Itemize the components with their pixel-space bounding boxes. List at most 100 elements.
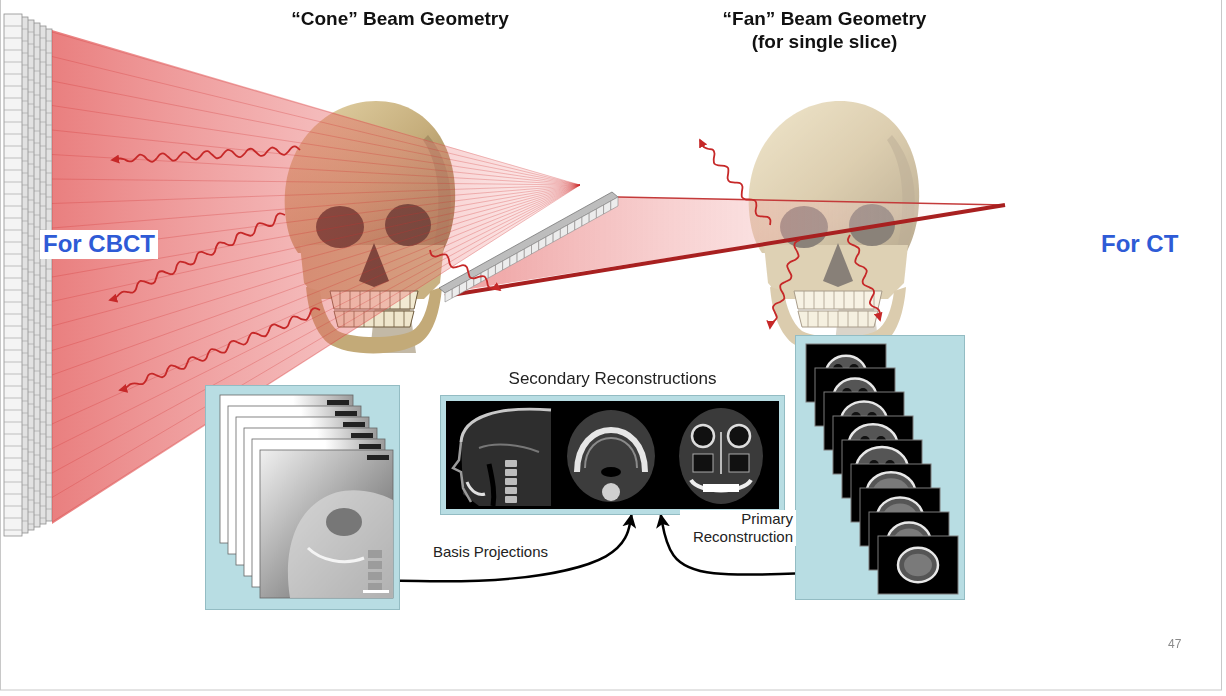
x-ray bbox=[52, 106, 580, 186]
projection-image bbox=[363, 590, 389, 593]
coronal-view bbox=[679, 408, 763, 504]
coronal-view bbox=[693, 454, 713, 472]
axial-slice bbox=[878, 536, 958, 594]
arrow-label: Primary Reconstruction bbox=[680, 510, 796, 546]
detector-cell bbox=[596, 205, 603, 218]
projection-image bbox=[288, 490, 393, 598]
sagittal-view bbox=[489, 464, 494, 506]
detector-row bbox=[439, 192, 618, 302]
sagittal-view bbox=[505, 478, 517, 485]
coronal-view bbox=[679, 408, 763, 504]
detector-cell bbox=[459, 281, 466, 294]
fan-beam-edge bbox=[445, 205, 1005, 296]
sagittal-view bbox=[453, 442, 471, 502]
detector-cell bbox=[568, 221, 575, 234]
detector-cell bbox=[575, 217, 582, 230]
detector-cell bbox=[560, 225, 567, 238]
sagittal-view bbox=[505, 496, 517, 503]
axial-view bbox=[567, 410, 655, 502]
x-ray bbox=[52, 179, 580, 185]
projection-image bbox=[351, 433, 373, 438]
sagittal-view bbox=[453, 409, 551, 506]
detector-cells bbox=[4, 26, 22, 530]
sagittal-view bbox=[505, 487, 517, 494]
projection-image bbox=[368, 550, 382, 558]
panel-picture bbox=[441, 396, 784, 514]
sagittal-view bbox=[505, 460, 517, 467]
coronal-view bbox=[728, 425, 750, 447]
coronal-view bbox=[703, 484, 739, 492]
side-label: For CT bbox=[1098, 230, 1181, 259]
axial-slice bbox=[904, 554, 932, 576]
slice-panel bbox=[795, 335, 965, 600]
projection-image bbox=[326, 508, 362, 536]
projection-image bbox=[368, 583, 382, 591]
x-ray bbox=[52, 57, 580, 186]
detector-cell bbox=[604, 201, 611, 214]
detector-cell bbox=[495, 261, 502, 274]
projection-image bbox=[260, 450, 393, 598]
x-ray bbox=[52, 185, 580, 204]
panel-heading: Secondary Reconstructions bbox=[440, 368, 785, 389]
sagittal-view bbox=[467, 482, 485, 495]
detector-cell bbox=[524, 245, 531, 258]
page-number: 47 bbox=[1168, 637, 1181, 651]
x-ray bbox=[52, 130, 580, 185]
reconstruction-panel: Secondary Reconstructions bbox=[440, 368, 785, 515]
sagittal-view bbox=[505, 469, 517, 476]
figure-heading: “Cone” Beam Geometry bbox=[280, 8, 520, 31]
axial-view bbox=[577, 430, 645, 472]
projection-image bbox=[368, 572, 382, 580]
axial-slice bbox=[898, 548, 938, 582]
x-ray bbox=[52, 185, 580, 400]
sagittal-view bbox=[461, 409, 551, 442]
detector-cell bbox=[517, 249, 524, 262]
side-label: For CBCT bbox=[40, 230, 158, 259]
x-ray bbox=[52, 155, 580, 186]
axial-slice bbox=[878, 536, 958, 594]
sagittal-view bbox=[479, 445, 539, 452]
detector-cell bbox=[539, 237, 546, 250]
axial-view bbox=[567, 410, 655, 502]
coronal-view bbox=[692, 425, 714, 447]
flow-arrow bbox=[400, 515, 631, 581]
detector-cell bbox=[546, 233, 553, 246]
projection-image bbox=[368, 561, 382, 569]
detector-cell bbox=[582, 213, 589, 226]
axial-view bbox=[585, 438, 637, 468]
detector-cell bbox=[532, 241, 539, 254]
scatter-arrow bbox=[112, 146, 300, 161]
scatter-arrows bbox=[110, 140, 880, 390]
scatter-arrow bbox=[120, 308, 320, 390]
projection-panel bbox=[205, 385, 400, 610]
detector-cell bbox=[474, 273, 481, 286]
detector-layer bbox=[4, 14, 22, 536]
fan-beam-edge bbox=[618, 197, 1005, 205]
axial-view bbox=[601, 467, 621, 477]
detector-cell bbox=[445, 289, 452, 302]
x-ray bbox=[52, 32, 580, 185]
scatter-arrow bbox=[700, 140, 770, 225]
detector-cell bbox=[503, 257, 510, 270]
projection-image bbox=[343, 422, 365, 427]
coronal-view bbox=[720, 432, 722, 474]
projection-image bbox=[335, 411, 357, 416]
arrow-label: Basis Projections bbox=[430, 543, 551, 561]
x-ray bbox=[52, 185, 580, 351]
flat-panel-detector bbox=[4, 14, 52, 536]
projection-image bbox=[308, 548, 364, 562]
panel-picture bbox=[206, 386, 399, 609]
detector-top bbox=[439, 192, 618, 293]
detector-cell bbox=[452, 285, 459, 298]
scatter-arrow bbox=[848, 235, 880, 320]
projection-image bbox=[359, 444, 381, 449]
detector-cell bbox=[589, 209, 596, 222]
sagittal-view bbox=[461, 409, 551, 506]
detector-cell bbox=[488, 265, 495, 278]
coronal-view bbox=[729, 454, 749, 472]
detector-cell bbox=[611, 197, 618, 210]
